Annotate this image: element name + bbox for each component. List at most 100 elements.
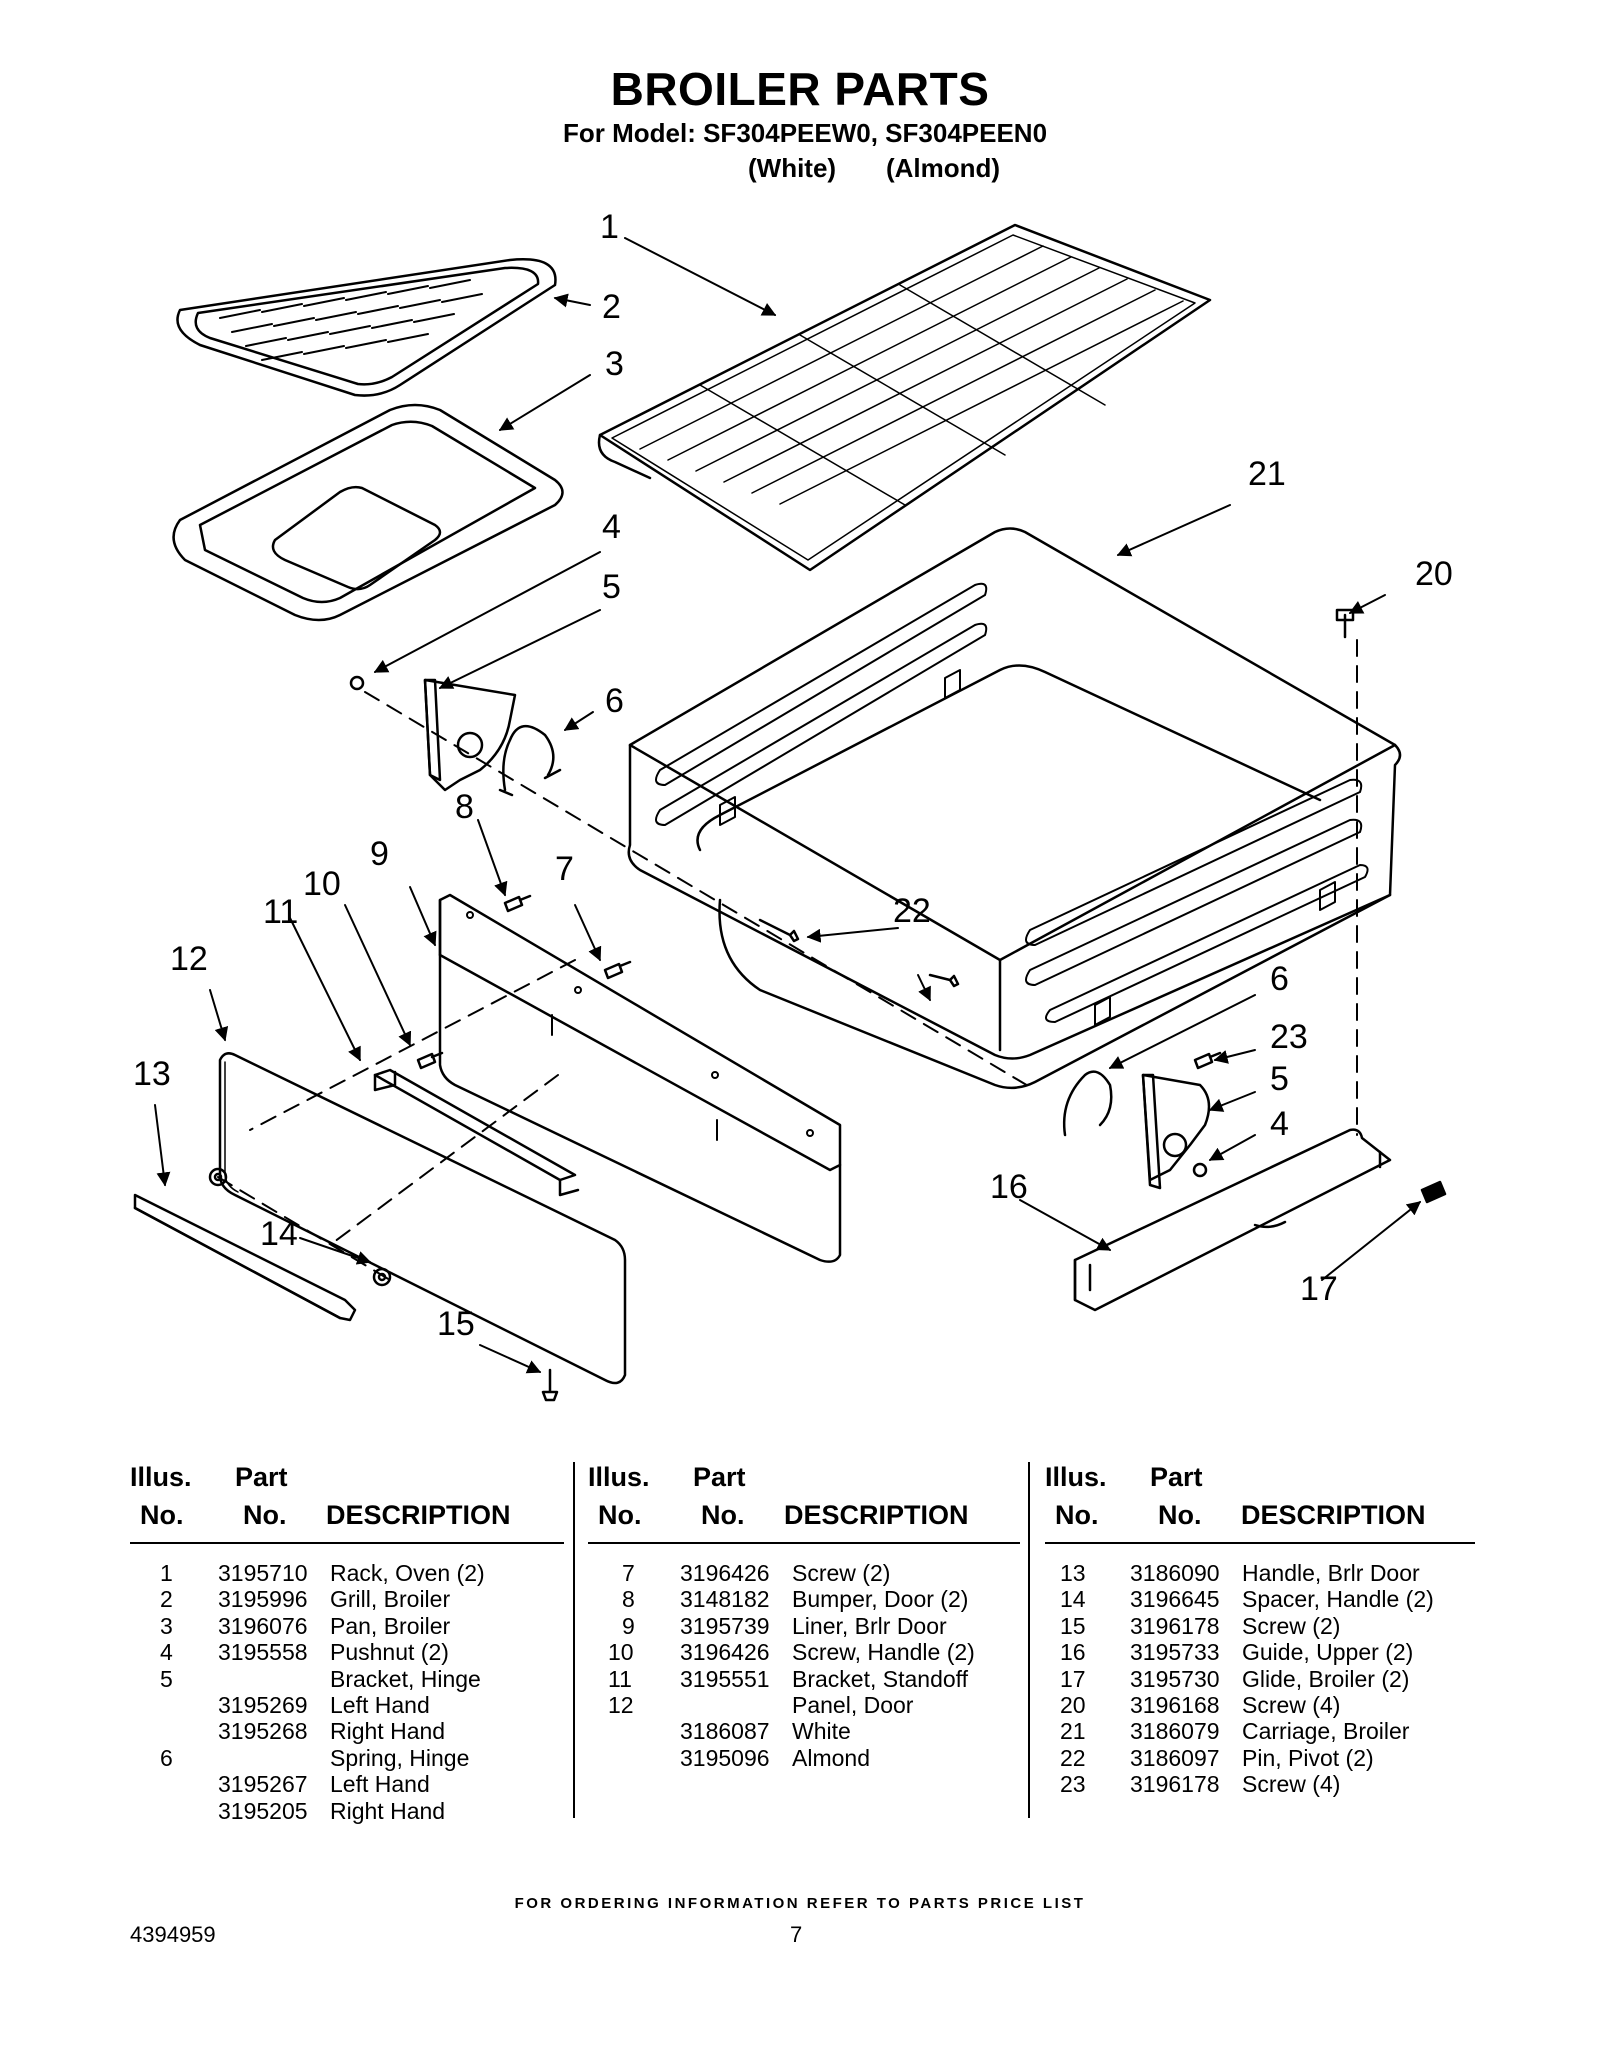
table-header: Illus. No. Part No. DESCRIPTION (1045, 1462, 1475, 1544)
column-divider (1028, 1462, 1030, 1818)
callout-5: 5 (602, 568, 621, 606)
callout-5b: 5 (1270, 1060, 1289, 1098)
callout-22: 22 (893, 892, 931, 930)
page-title: BROILER PARTS (610, 63, 990, 115)
header-part-no: No. (243, 1500, 287, 1530)
small-fasteners-drawing (503, 894, 960, 988)
header-part: Part (235, 1462, 288, 1492)
header-illus: Illus. (588, 1462, 650, 1492)
callout-4: 4 (602, 508, 621, 546)
callout-6b: 6 (1270, 960, 1289, 998)
header-description: DESCRIPTION (784, 1500, 969, 1530)
header-illus: Illus. (130, 1462, 192, 1492)
header-part: Part (693, 1462, 746, 1492)
document-number: 4394959 (130, 1922, 216, 1947)
callout-15: 15 (437, 1305, 475, 1343)
callout-7: 7 (555, 850, 574, 888)
callout-9: 9 (370, 835, 389, 873)
callout-12: 12 (170, 940, 208, 978)
standoff-bracket-drawing (373, 1068, 580, 1197)
callout-14: 14 (260, 1215, 298, 1253)
header-illus-no: No. (140, 1500, 184, 1530)
door-liner-drawing (438, 893, 842, 1263)
callout-13: 13 (133, 1055, 171, 1093)
column-divider (573, 1462, 575, 1818)
leader-arrows (154, 237, 1422, 1374)
callout-10: 10 (303, 865, 341, 903)
ordering-note: FOR ORDERING INFORMATION REFER TO PARTS … (514, 1895, 1086, 1912)
callout-11: 11 (263, 893, 298, 931)
model-line: For Model: SF304PEEW0, SF304PEEN0 (563, 118, 1048, 148)
callout-1: 1 (600, 208, 619, 246)
callout-23: 23 (1270, 1018, 1308, 1056)
variant-almond-label: (Almond) (886, 153, 1001, 183)
header-illus: Illus. (1045, 1462, 1107, 1492)
screw-and-guide-drawing (1073, 608, 1447, 1312)
hinge-assembly-right-drawing (1063, 1051, 1222, 1190)
callout-17: 17 (1300, 1270, 1338, 1308)
callout-20: 20 (1415, 555, 1453, 593)
door-screw-drawing (541, 1368, 559, 1402)
table-header: Illus. No. Part No. DESCRIPTION (588, 1462, 1020, 1544)
header-description: DESCRIPTION (326, 1500, 511, 1530)
grill-broiler-drawing (176, 258, 557, 397)
door-handle-drawing (133, 1193, 357, 1322)
header-illus-no: No. (1055, 1500, 1099, 1530)
page-number: 7 (790, 1922, 803, 1947)
callout-6: 6 (605, 682, 624, 720)
header-part-no: No. (701, 1500, 745, 1530)
exploded-parts-diagram: 1 2 3 4 5 6 8 7 9 10 11 12 13 14 15 16 1… (133, 208, 1453, 1402)
header-part: Part (1150, 1462, 1203, 1492)
header-part-no: No. (1158, 1500, 1202, 1530)
callout-labels: 1 2 3 4 5 6 8 7 9 10 11 12 13 14 15 16 1… (133, 208, 1453, 1343)
broiler-pan-drawing (172, 403, 564, 622)
table-header: Illus. No. Part No. DESCRIPTION (130, 1462, 564, 1544)
callout-16: 16 (990, 1168, 1028, 1206)
callout-21: 21 (1248, 455, 1286, 493)
variant-white-label: (White) (748, 153, 837, 183)
callout-3: 3 (605, 345, 624, 383)
callout-4b: 4 (1270, 1105, 1289, 1143)
header-illus-no: No. (598, 1500, 642, 1530)
broiler-carriage-drawing (627, 527, 1402, 1090)
oven-rack-drawing (597, 223, 1212, 572)
callout-8: 8 (455, 788, 474, 826)
hinge-assembly-left-drawing (349, 675, 562, 797)
handle-screw-drawing (416, 1051, 444, 1070)
callout-2: 2 (602, 288, 621, 326)
header-description: DESCRIPTION (1241, 1500, 1426, 1530)
